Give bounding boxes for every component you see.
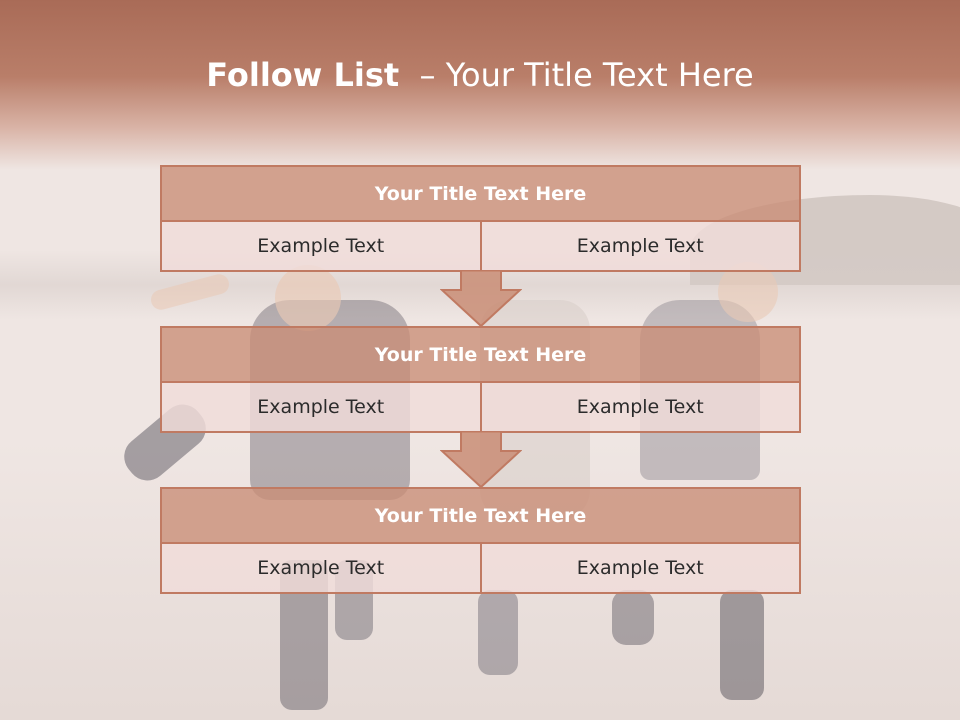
- group-cell-right[interactable]: Example Text: [481, 544, 801, 594]
- down-arrow-icon: [440, 270, 522, 328]
- group-cell-left[interactable]: Example Text: [160, 222, 482, 272]
- child-face: [718, 262, 778, 322]
- top-banner: [0, 0, 960, 170]
- group-header[interactable]: Your Title Text Here: [160, 165, 801, 222]
- group-cell-right[interactable]: Example Text: [481, 222, 801, 272]
- figure-leg: [720, 590, 764, 700]
- down-arrow-icon: [440, 431, 522, 489]
- group-row: Example Text Example Text: [160, 383, 801, 433]
- list-group-3: Your Title Text Here Example Text Exampl…: [160, 487, 801, 594]
- group-row: Example Text Example Text: [160, 544, 801, 594]
- group-cell-left[interactable]: Example Text: [160, 544, 482, 594]
- figure-leg: [478, 590, 518, 675]
- slide-title-main: Follow List: [206, 56, 400, 94]
- child-face: [275, 265, 341, 331]
- list-group-1: Your Title Text Here Example Text Exampl…: [160, 165, 801, 272]
- group-cell-right[interactable]: Example Text: [481, 383, 801, 433]
- slide-title: Follow List – Your Title Text Here: [0, 55, 960, 95]
- figure-leg: [612, 590, 654, 645]
- group-cell-left[interactable]: Example Text: [160, 383, 482, 433]
- slide-title-subtitle: – Your Title Text Here: [399, 56, 754, 94]
- list-group-2: Your Title Text Here Example Text Exampl…: [160, 326, 801, 433]
- group-row: Example Text Example Text: [160, 222, 801, 272]
- group-header[interactable]: Your Title Text Here: [160, 326, 801, 383]
- group-header[interactable]: Your Title Text Here: [160, 487, 801, 544]
